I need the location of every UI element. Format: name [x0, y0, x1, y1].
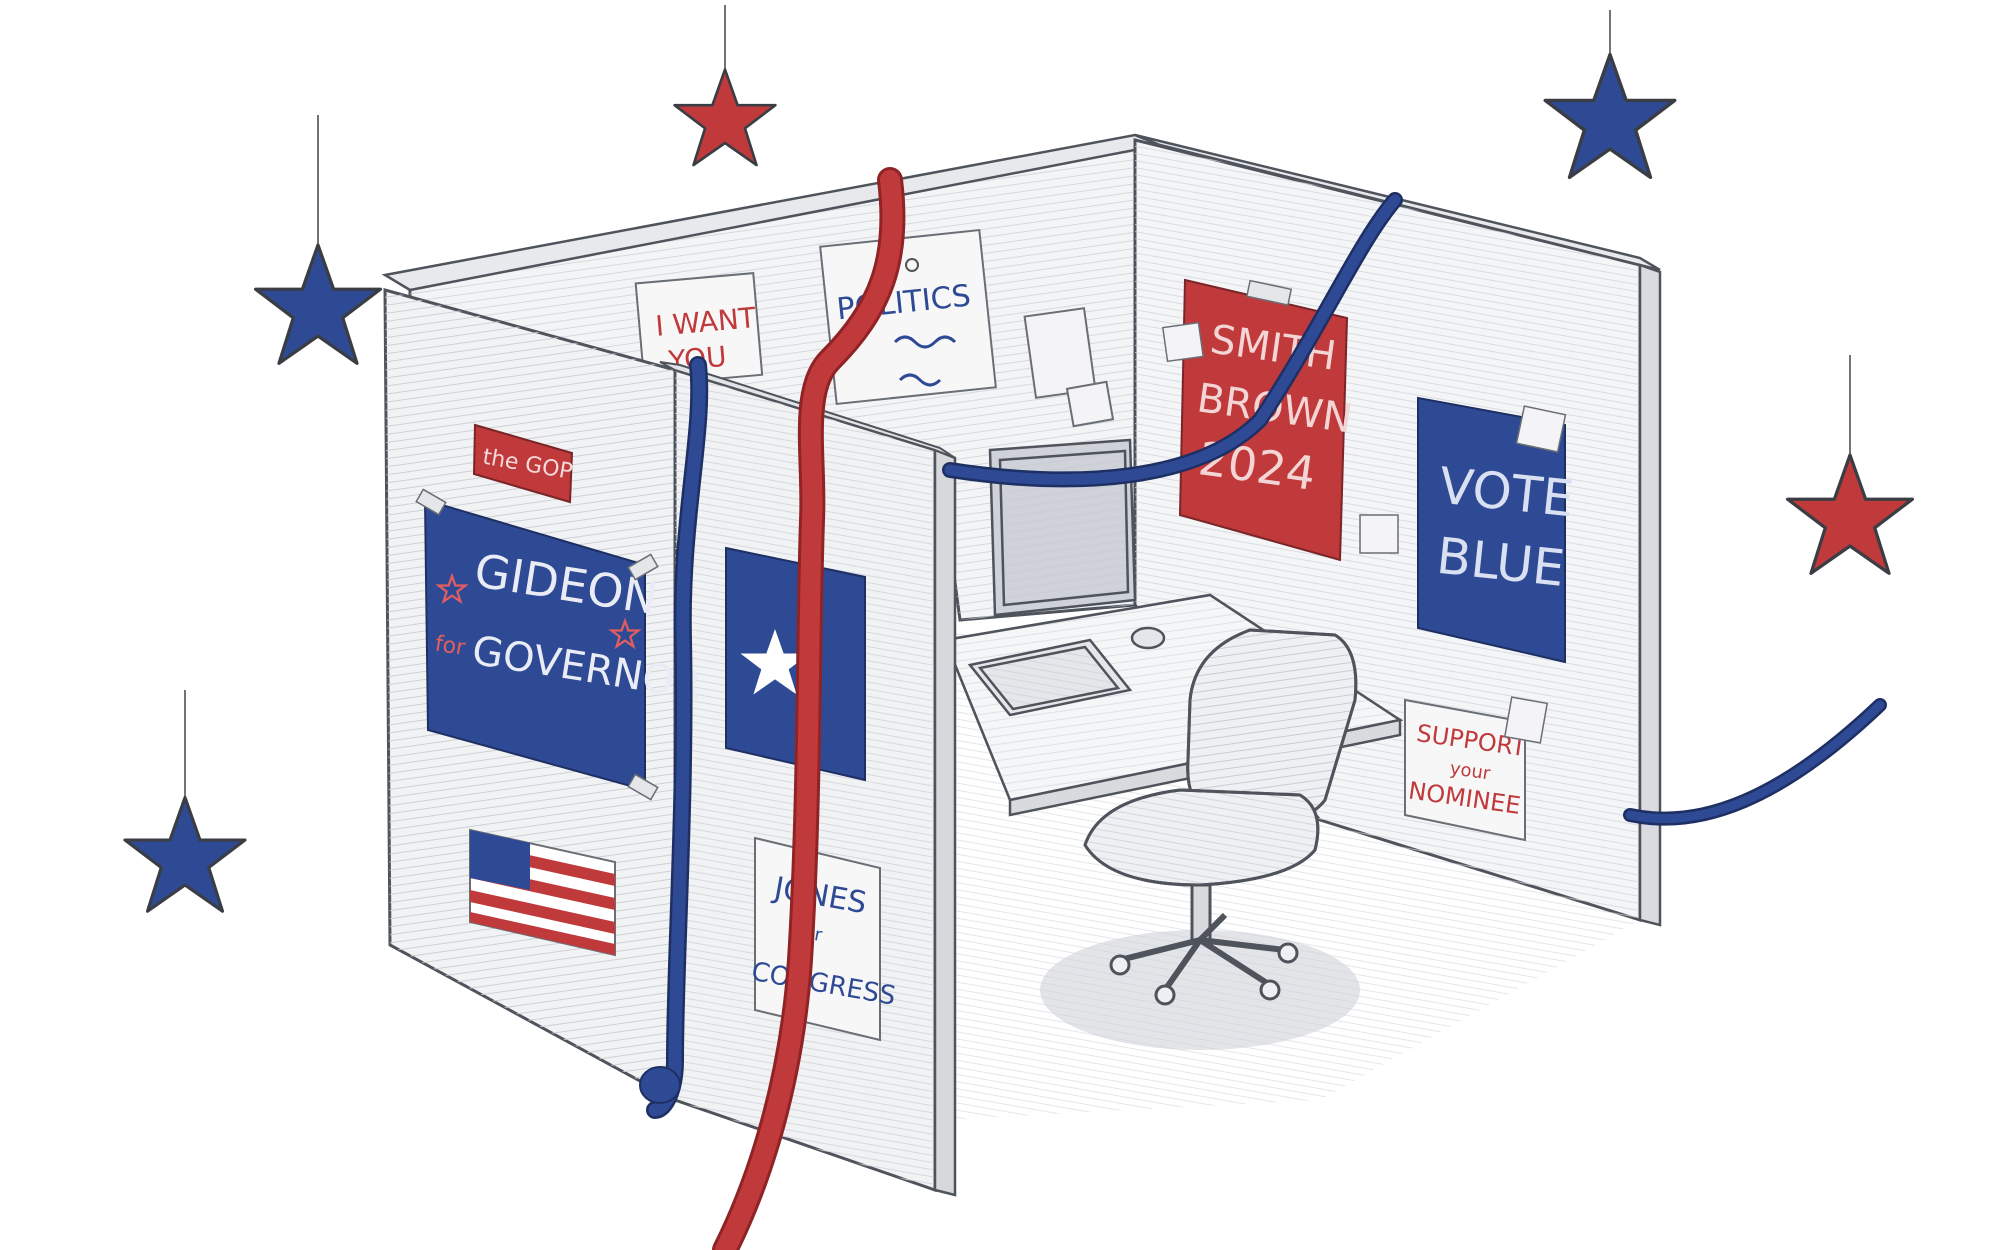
svg-text:BLUE: BLUE [1434, 527, 1567, 598]
mouse [1130, 626, 1166, 650]
monitor [988, 438, 1137, 617]
hanging-stars [123, 5, 1915, 913]
blue-streamer [639, 192, 1887, 1119]
gop-sign: the GOP [472, 423, 574, 504]
star-icon [1785, 355, 1915, 575]
vote-blue-poster: VOTE BLUE [1359, 396, 1576, 664]
svg-text:for: for [433, 632, 468, 662]
star-icon [673, 5, 777, 167]
red-streamer [712, 167, 906, 1250]
keyboard [967, 638, 1133, 717]
star-icon [123, 690, 247, 913]
office-chair [1083, 628, 1358, 1006]
star-icon [1543, 10, 1677, 180]
svg-text:VOTE: VOTE [1436, 457, 1576, 529]
us-flag-icon [469, 828, 616, 957]
politics-poster: POLITICS [819, 228, 997, 406]
support-your-nominee-poster: SUPPORT your NOMINEE [1404, 696, 1549, 842]
jones-for-congress-poster: JONES for CONGRESS [749, 836, 898, 1042]
star-icon [253, 115, 383, 365]
i-want-you-poster: I WANT YOU [634, 272, 764, 387]
streamer-roll [639, 1066, 681, 1104]
sticky-notes [1023, 307, 1115, 428]
